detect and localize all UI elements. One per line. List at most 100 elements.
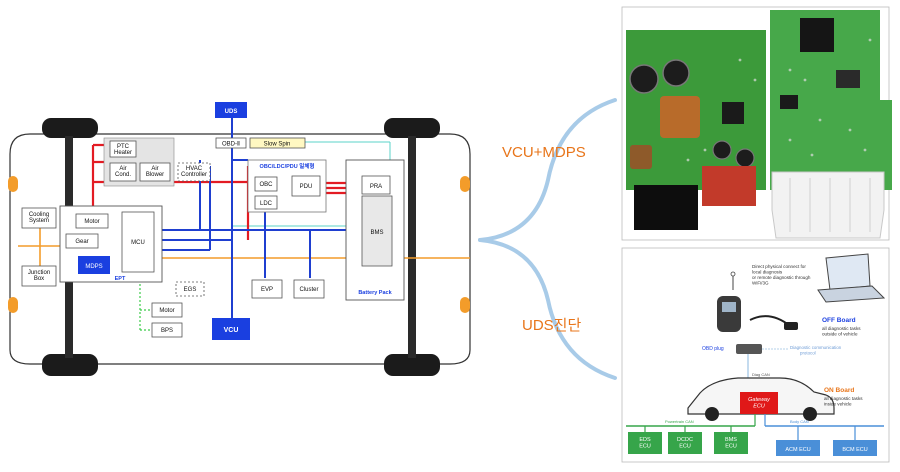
ldc-box bbox=[254, 195, 278, 210]
acm-ecu-label: ACM ECU bbox=[785, 447, 810, 453]
junction-box bbox=[21, 265, 57, 287]
uds-diagnosis-panel: Direct physical connect for local diagno… bbox=[621, 247, 890, 463]
pcb-smd-dots bbox=[686, 38, 872, 162]
bcm-ecu-label: BCM ECU bbox=[842, 447, 867, 453]
caption-vcu-mdps: VCU+MDPS bbox=[502, 144, 586, 161]
bms-ecu-box bbox=[714, 432, 748, 454]
marker-right-bottom bbox=[460, 297, 470, 313]
ept-motor-box bbox=[75, 213, 109, 229]
body-can-label: Body CAN bbox=[790, 419, 809, 424]
mdps-label: MDPS bbox=[85, 264, 102, 270]
marker-left-bottom bbox=[8, 297, 18, 313]
laptop-icon bbox=[825, 253, 871, 291]
red-connector bbox=[702, 166, 756, 206]
diag-can-label: Diag CAN bbox=[752, 372, 770, 377]
pdu-box bbox=[291, 175, 321, 197]
dcdc-ecu-box bbox=[668, 432, 702, 454]
vcu-mdps-board-image bbox=[621, 6, 892, 241]
motor2-label: Motor bbox=[159, 308, 174, 314]
capacitor-1 bbox=[629, 64, 659, 94]
air-cond-box bbox=[109, 162, 137, 182]
vcu-box bbox=[212, 318, 250, 340]
mdps-box bbox=[78, 256, 110, 274]
egs-box bbox=[175, 281, 205, 297]
obc-label: OBC bbox=[259, 182, 273, 188]
bps-box bbox=[151, 322, 183, 338]
obd-box bbox=[215, 137, 247, 149]
bracket bbox=[478, 98, 617, 380]
wheel-rear-left bbox=[42, 354, 98, 376]
vcu-label: VCU bbox=[224, 327, 239, 334]
gear-label: Gear bbox=[75, 239, 88, 245]
mcu-label: MCU bbox=[131, 240, 145, 246]
ldc-label: LDC bbox=[260, 201, 273, 207]
inductor-coil bbox=[630, 145, 652, 169]
diag-lines bbox=[139, 280, 152, 331]
bps-label: BPS bbox=[161, 328, 173, 334]
powertrain-can-label: Powertrain CAN bbox=[665, 419, 694, 424]
obd-plug-label: OBD plug bbox=[702, 346, 724, 352]
pra-box bbox=[361, 175, 391, 195]
white-connector bbox=[771, 171, 885, 239]
bms-label: BMS bbox=[370, 230, 383, 236]
laptop-base bbox=[817, 285, 886, 303]
wheel-front-left bbox=[42, 118, 98, 138]
wheel-rear-right bbox=[384, 354, 440, 376]
cluster-label: Cluster bbox=[299, 287, 318, 293]
slow-spin-box bbox=[249, 137, 306, 149]
main-chip bbox=[800, 18, 834, 52]
obd-label: OBD-Ⅱ bbox=[222, 142, 240, 148]
cooling-system-box bbox=[21, 207, 57, 229]
chip-3 bbox=[780, 95, 798, 109]
uds-top-box bbox=[215, 102, 247, 118]
white-connector-ribs bbox=[789, 178, 871, 232]
marker-right-top bbox=[460, 176, 470, 192]
remote-text: Direct physical connect for local diagno… bbox=[752, 264, 812, 286]
pdu-label: PDU bbox=[300, 184, 313, 190]
uds-top-label: UDS bbox=[225, 109, 238, 115]
off-board-title: OFF Board bbox=[822, 317, 856, 324]
ept-motor-label: Motor bbox=[84, 219, 99, 225]
capacitor-2 bbox=[662, 59, 690, 87]
chip-2 bbox=[722, 102, 744, 124]
ept-label: EPT bbox=[115, 276, 126, 282]
evp-label: EVP bbox=[261, 287, 273, 293]
motor2-box bbox=[151, 302, 183, 318]
integrated-title: OBC/LDC/PDU 일체형 bbox=[260, 162, 315, 170]
obc-box bbox=[254, 176, 278, 192]
chip-4 bbox=[836, 70, 860, 88]
wheel-front-right bbox=[384, 118, 440, 138]
mcu-box bbox=[121, 211, 155, 273]
axle-right bbox=[408, 136, 416, 358]
battery-pack-label: Battery Pack bbox=[358, 290, 392, 296]
marker-left-top bbox=[8, 176, 18, 192]
air-blower-box bbox=[139, 162, 171, 182]
capacitor-3 bbox=[712, 140, 732, 160]
hvac-controller-box bbox=[177, 162, 211, 182]
egs-label: EGS bbox=[184, 287, 197, 293]
bms-box bbox=[361, 195, 393, 267]
capacitor-4 bbox=[735, 148, 755, 168]
evp-box bbox=[251, 279, 283, 299]
cluster-box bbox=[293, 279, 325, 299]
ptc-heater-box bbox=[109, 140, 137, 158]
gateway-ecu-box bbox=[740, 392, 778, 414]
pra-label: PRA bbox=[370, 184, 382, 190]
slow-spin-label: Slow Spin bbox=[264, 142, 291, 148]
on-board-title: ON Board bbox=[824, 387, 854, 394]
caption-uds-diag: UDS진단 bbox=[522, 317, 581, 334]
inductor-1 bbox=[660, 96, 700, 138]
pcb-right bbox=[770, 10, 892, 190]
